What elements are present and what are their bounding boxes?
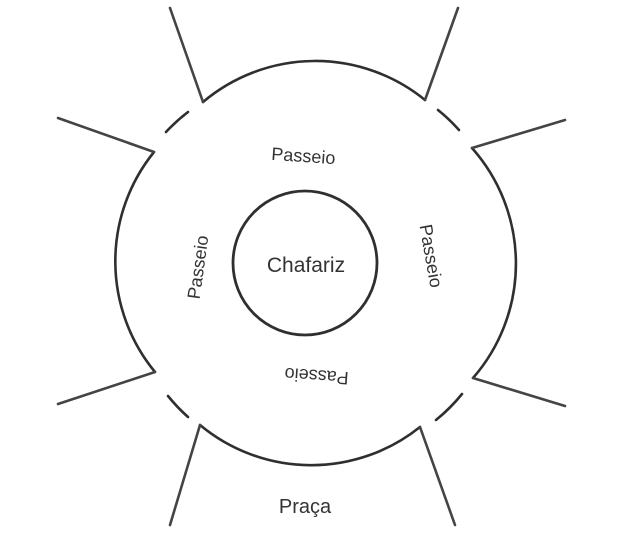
walkway-label-right: Passeio bbox=[415, 223, 446, 290]
street-bottom-right bbox=[418, 425, 457, 527]
street-left-lower bbox=[56, 370, 157, 406]
outer-arc-bottom bbox=[198, 423, 422, 467]
street-right-upper bbox=[470, 118, 567, 150]
outer-arc-upper-left bbox=[164, 110, 190, 134]
outer-arc-left bbox=[114, 150, 157, 374]
outer-arc-top bbox=[201, 59, 427, 104]
outer-arc-upper-right bbox=[436, 108, 461, 132]
street-top-left bbox=[168, 6, 205, 104]
square-label: Praça bbox=[279, 496, 332, 518]
street-left-upper bbox=[56, 116, 156, 154]
fountain-label: Chafariz bbox=[267, 254, 345, 277]
outer-circle bbox=[114, 59, 518, 467]
street-top-right bbox=[423, 6, 460, 102]
street-bottom-left bbox=[168, 423, 202, 527]
outer-arc-lower-right bbox=[434, 392, 464, 422]
walkway-label-top: Passeio bbox=[271, 144, 336, 168]
fountain-circle bbox=[231, 189, 379, 337]
street-right-lower bbox=[471, 376, 567, 408]
walkway-label-bottom: Passeio bbox=[284, 364, 349, 388]
walkway-label-left: Passeio bbox=[184, 234, 213, 300]
outer-arc-right bbox=[470, 146, 518, 380]
streets bbox=[56, 6, 567, 527]
outer-arc-lower-left bbox=[166, 394, 190, 419]
